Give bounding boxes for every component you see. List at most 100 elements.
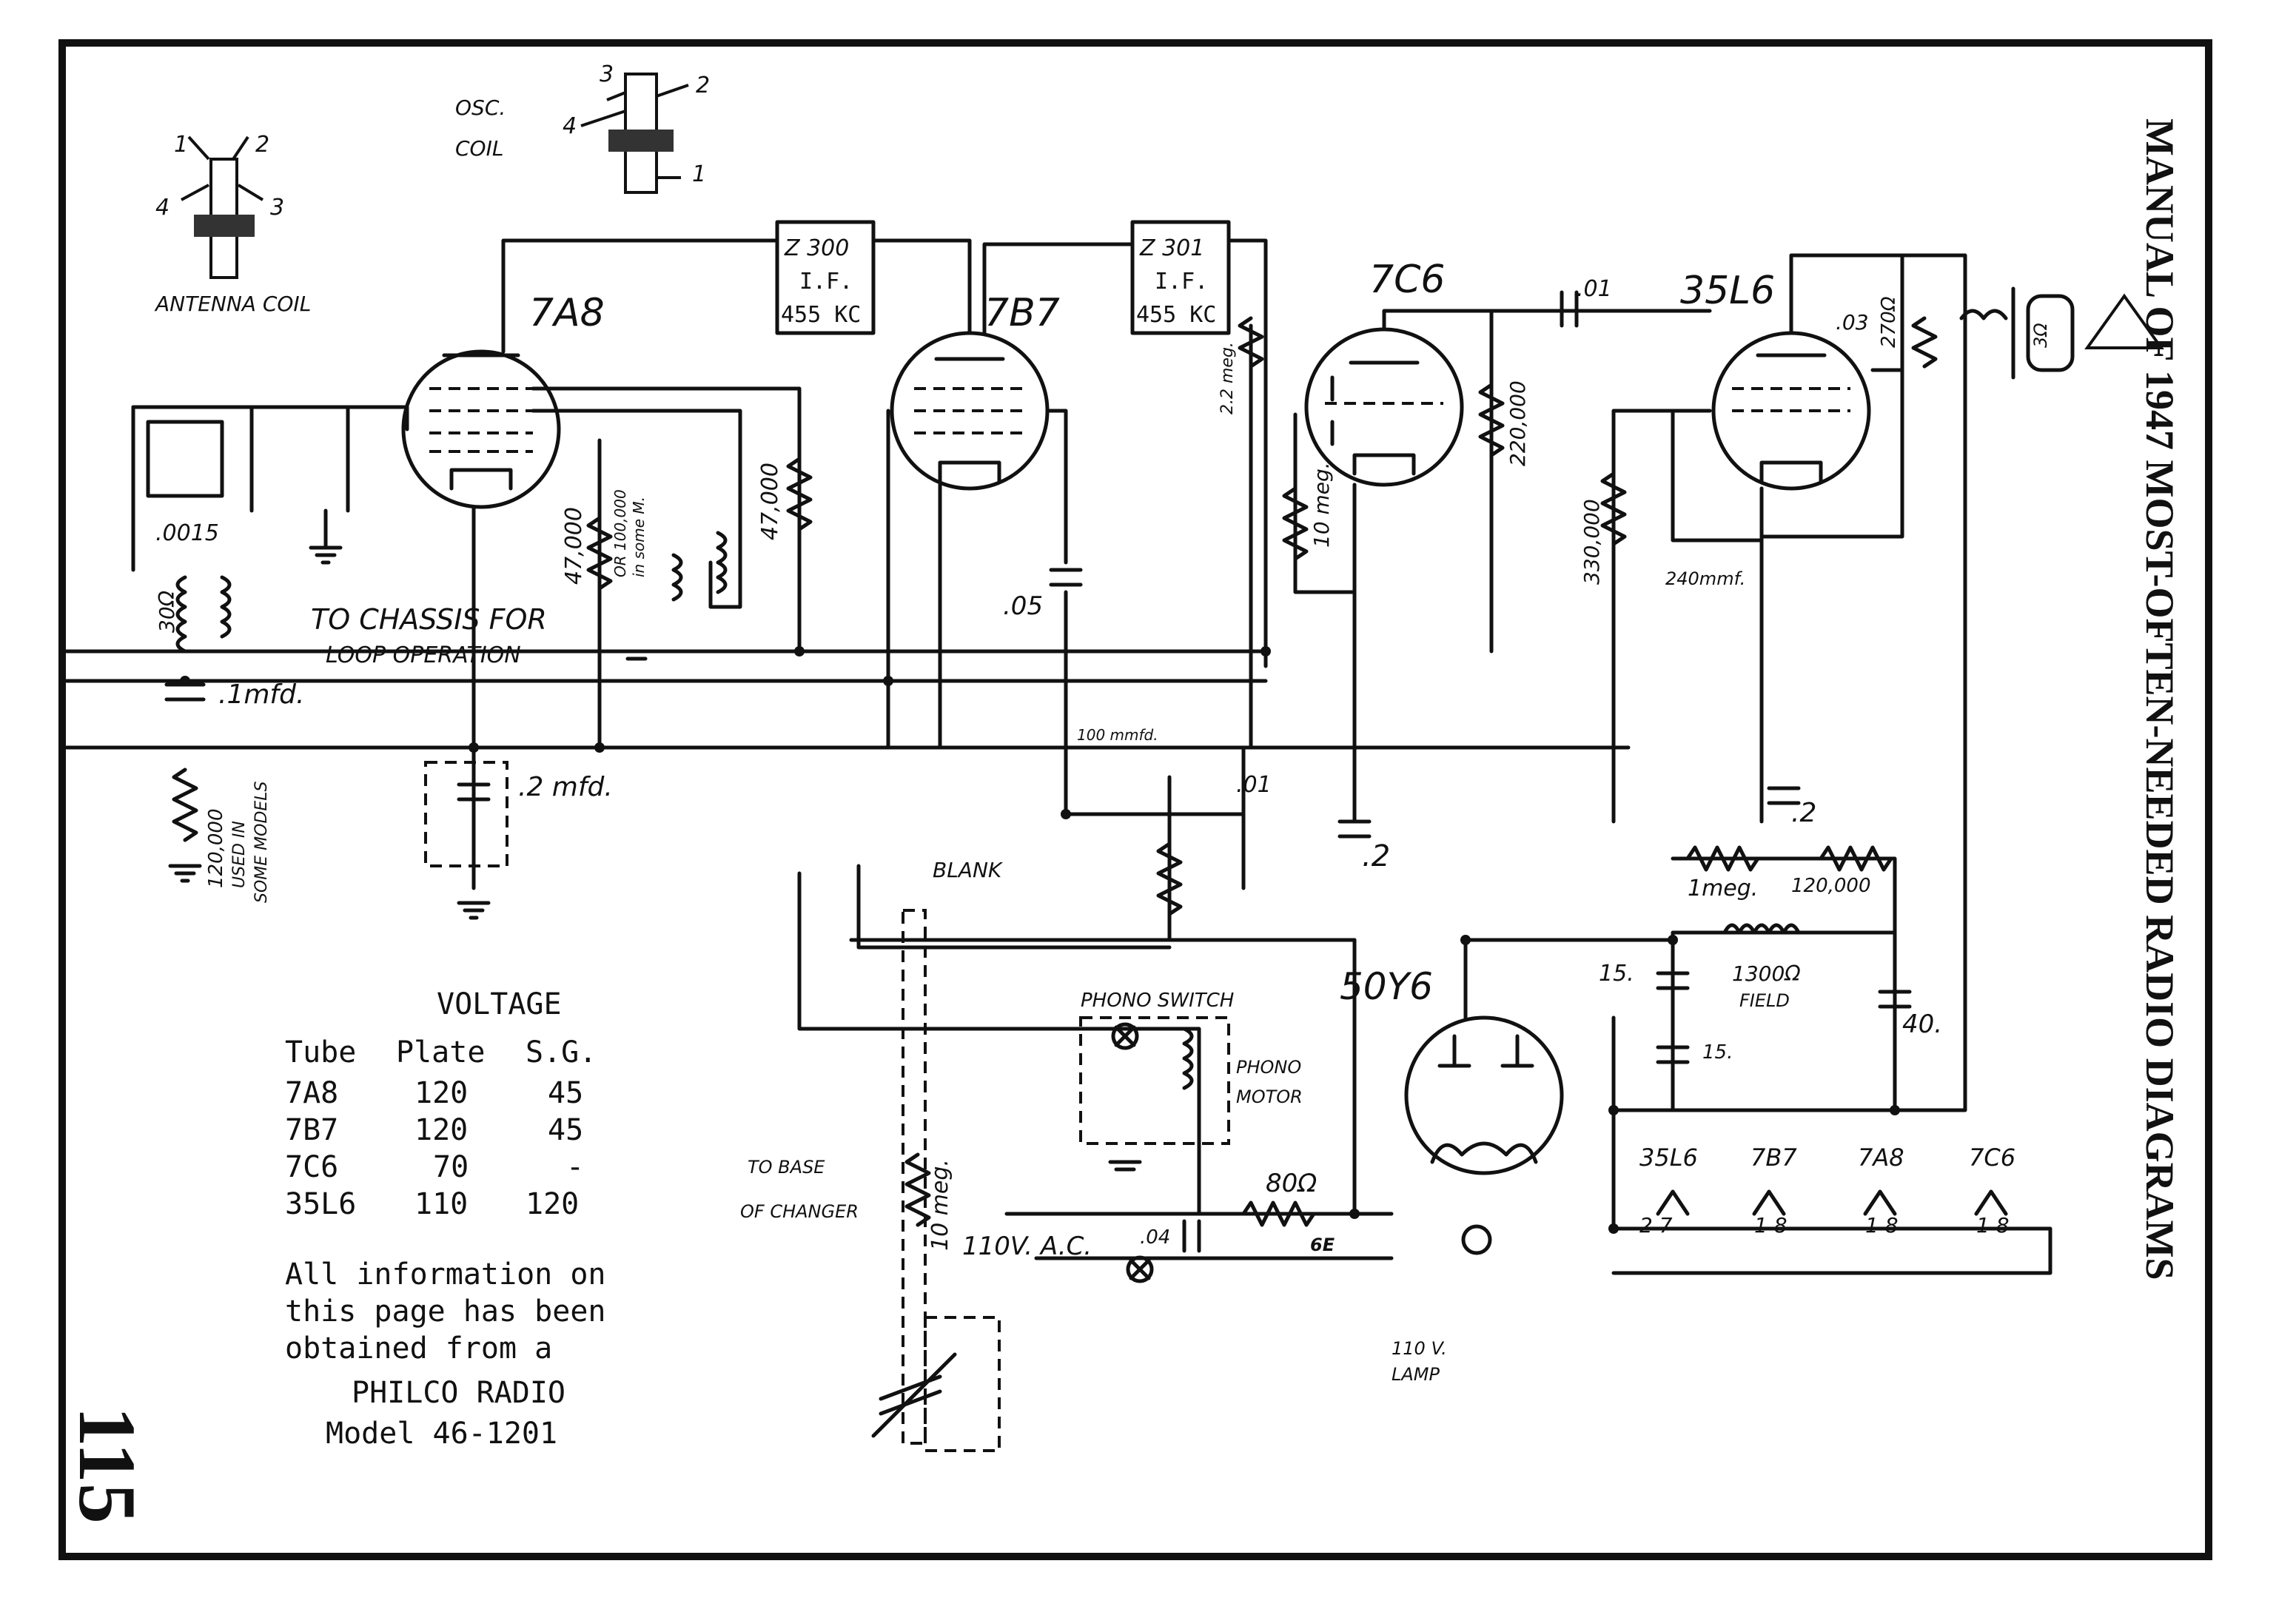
label-c15a: 15. — [1599, 961, 1634, 987]
heater-pins-1: 2 7 — [1639, 1213, 1673, 1237]
heater-tube-1: 35L6 — [1639, 1143, 1698, 1172]
tube-7c6 — [1304, 327, 1464, 487]
svg-text:2: 2 — [696, 73, 710, 98]
page-title: MANUAL OF 1947 MOST-OFTEN-NEEDED RADIO D… — [2138, 118, 2182, 1280]
shield-box — [424, 761, 508, 867]
info-note: All information on this page has been ob… — [285, 1257, 605, 1451]
tube-35l6 — [1711, 331, 1871, 491]
label-c01b: .01 — [1577, 276, 1612, 302]
heater-pins-4: 1 8 — [1976, 1213, 2010, 1237]
label-r330k: 330,000 — [1580, 499, 1604, 585]
voltage-cell: 7C6 — [285, 1150, 338, 1184]
heater-labels: 35L6 7B7 7A8 7C6 2 7 1 8 1 8 1 8 — [1639, 1143, 2015, 1237]
if1-freq: 455 KC — [781, 302, 861, 328]
voltage-cell: 120 — [414, 1076, 468, 1110]
label-r22meg: 2.2 meg. — [1218, 342, 1237, 414]
label-spk: 3Ω — [2030, 323, 2051, 348]
tube-7b7 — [890, 331, 1050, 491]
antenna-coil-icon — [181, 135, 264, 279]
label-phono-switch: PHONO SWITCH — [1081, 990, 1234, 1012]
label-c1mfd: .1mfd. — [218, 679, 304, 710]
heater-tube-2: 7B7 — [1750, 1143, 1797, 1172]
ground-symbols — [168, 545, 1142, 1172]
voltage-table: VOLTAGE Tube Plate S.G. 7A8 120 45 7B7 1… — [285, 987, 597, 1221]
label-base-1: TO BASE — [748, 1157, 825, 1178]
svg-text:3: 3 — [270, 195, 284, 221]
label-r270: 270Ω — [1878, 296, 1900, 348]
if1-type: I.F. — [799, 269, 853, 295]
label-r47k-b: 47,000 — [757, 463, 783, 540]
if1-name: Z 300 — [784, 235, 849, 261]
voltage-cell: 45 — [548, 1113, 583, 1147]
label-phono-motor-2: MOTOR — [1236, 1087, 1303, 1107]
if2-name: Z 301 — [1139, 235, 1204, 261]
svg-text:4: 4 — [563, 113, 577, 139]
pilot-lamp-icon — [1461, 1224, 1492, 1255]
label-r1meg: 1meg. — [1688, 876, 1758, 901]
label-c2mfd: .2 mfd. — [518, 772, 613, 802]
shielded-lead — [902, 909, 927, 1445]
heater-tube-3: 7A8 — [1858, 1143, 1904, 1172]
heater-pins-2: 1 8 — [1754, 1213, 1788, 1237]
if2-freq: 455 KC — [1136, 302, 1216, 328]
voltage-cell: - — [566, 1150, 584, 1184]
label-r220k: 220,000 — [1506, 380, 1530, 466]
page-border — [58, 39, 2212, 1560]
svg-text:1: 1 — [174, 132, 188, 158]
osc-coil-label-1: OSC. — [455, 95, 506, 120]
speaker-icon — [2011, 286, 2075, 380]
lamp-icon — [1126, 1255, 1154, 1283]
tube-50y6 — [1404, 1015, 1564, 1175]
triangle-mark — [2084, 293, 2164, 349]
label-field: FIELD — [1739, 990, 1790, 1011]
label-field-value: 1300Ω — [1732, 961, 1801, 986]
osc-coil-icon — [580, 73, 689, 194]
svg-text:4: 4 — [155, 195, 169, 221]
label-c100mmf: 100 mmfd. — [1077, 726, 1158, 744]
heater-pins-3: 1 8 — [1865, 1213, 1899, 1237]
tube-7a8-label: 7A8 — [529, 291, 605, 335]
label-c04: .04 — [1140, 1226, 1170, 1249]
voltage-cell: 35L6 — [285, 1187, 356, 1221]
voltage-cell: 110 — [414, 1187, 468, 1221]
if2-type: I.F. — [1155, 269, 1208, 295]
label-r80: 80Ω — [1266, 1169, 1317, 1198]
junction-dots — [180, 646, 1900, 1234]
antenna-coil-label: ANTENNA COIL — [154, 292, 311, 316]
tube-35l6-label: 35L6 — [1680, 269, 1775, 313]
info-line-1: All information on — [285, 1257, 605, 1292]
label-r120k-3: SOME MODELS — [252, 781, 271, 903]
if-transformer-z301 — [1130, 220, 1231, 335]
voltage-cell: 120 — [414, 1113, 468, 1147]
svg-text:2: 2 — [255, 132, 269, 158]
label-c2b: .2 — [1791, 798, 1816, 828]
label-lamp-1: 110 V. — [1392, 1338, 1447, 1359]
label-c2a: .2 — [1362, 839, 1390, 873]
voltage-header-tube: Tube — [285, 1035, 356, 1069]
label-r120k-2: USED IN — [230, 821, 249, 888]
svg-text:3: 3 — [600, 61, 614, 87]
label-c240: 240mmf. — [1665, 568, 1745, 589]
info-line-2: this page has been — [285, 1294, 605, 1329]
tuning-capacitor-icon — [871, 1316, 1001, 1452]
voltage-header-sg: S.G. — [526, 1035, 597, 1069]
label-r47k-a: 47,000 — [561, 507, 587, 585]
voltage-cell: 45 — [548, 1076, 583, 1110]
component-labels: .0015 30Ω .1mfd. 120,000 USED IN SOME MO… — [155, 276, 2051, 1385]
phono-switch-icon — [1079, 1016, 1230, 1145]
label-r30: 30Ω — [155, 590, 179, 633]
label-c01a: .01 — [1236, 772, 1272, 798]
info-line-4: PHILCO RADIO — [352, 1376, 565, 1410]
resistor-symbols — [172, 316, 1938, 1227]
label-c03: .03 — [1836, 310, 1869, 335]
svg-text:1: 1 — [692, 161, 706, 187]
label-r47k-alt-1: OR 100,000 — [611, 489, 629, 577]
label-r120k-1: 120,000 — [205, 808, 227, 888]
label-r47k-alt-2: in some M. — [630, 497, 648, 577]
voltage-title: VOLTAGE — [437, 987, 562, 1021]
label-tap: 6E — [1310, 1235, 1335, 1255]
label-c05: .05 — [1003, 591, 1043, 621]
label-r10meg-grid: 10 meg. — [1309, 462, 1334, 548]
